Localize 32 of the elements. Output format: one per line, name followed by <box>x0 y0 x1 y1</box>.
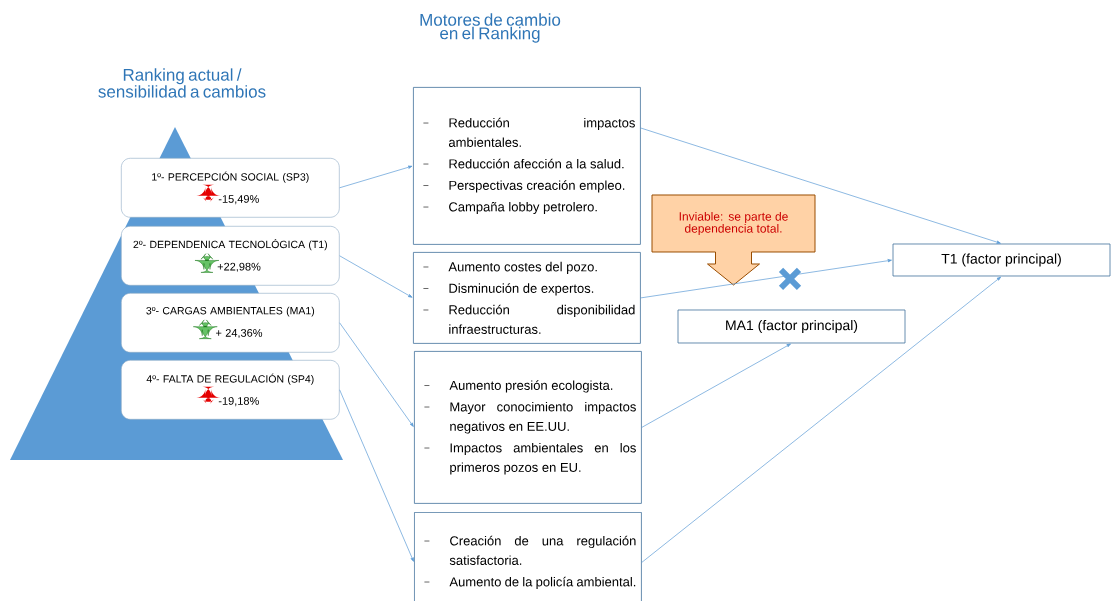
bullet-text: Aumento presión ecologista. <box>449 380 613 393</box>
bullet-text: Disminución de expertos. <box>449 283 594 296</box>
arrow <box>641 276 1001 563</box>
arrow <box>640 127 1001 244</box>
section-title: Ranking actual / sensibilidad a cambios <box>98 68 266 98</box>
bullet-text: Perspectivas creación empleo. <box>449 180 625 193</box>
arrow <box>339 165 413 189</box>
text-box <box>414 512 642 601</box>
text-box <box>413 87 641 245</box>
ranking-box: 2º- DEPENDENICA TECNOLÓGICA (T1) +22,98% <box>121 226 340 286</box>
bullet-text: Aumento de la policía ambiental. <box>449 576 636 590</box>
arrow <box>641 343 791 428</box>
bullet-text: Reducción disponibilidad infraestructuras. <box>449 304 635 334</box>
arrow <box>339 322 414 427</box>
ranking-box: 3º- CARGAS AMBIENTALES (MA1) + 24,36% <box>121 293 340 353</box>
arrow <box>339 389 414 562</box>
ranking-box: 4º- FALTA DE REGULACIÓN (SP4) -19,18% <box>121 360 340 420</box>
text-box <box>414 351 642 504</box>
factor-box: MA1 (factor principal) <box>677 309 906 344</box>
bullet-text: Creación de una regulación satisfactoria. <box>449 535 636 565</box>
section-title: Motores de cambio en el Ranking <box>420 13 561 43</box>
bullet-text: Reducción impactos ambientales. <box>448 117 635 147</box>
bullet-text: Reducción afección a la salud. <box>449 158 624 169</box>
bullet-text: Mayor conocimiento impactos negativos en EE.UU. <box>450 401 636 434</box>
arrow <box>640 259 892 299</box>
bullet-text: Aumento costes del pozo. <box>448 261 597 274</box>
arrow <box>339 255 413 298</box>
bullet-text: Campaña lobby petrolero. <box>449 201 597 215</box>
ranking-box: 1º- PERCEPCIÓN SOCIAL (SP3) -15,49% <box>121 158 340 218</box>
bullet-text: Impactos ambientales en los primeros pozos en EU. <box>450 442 636 475</box>
factor-box: T1 (factor principal) <box>892 243 1111 277</box>
text-box <box>413 252 641 344</box>
